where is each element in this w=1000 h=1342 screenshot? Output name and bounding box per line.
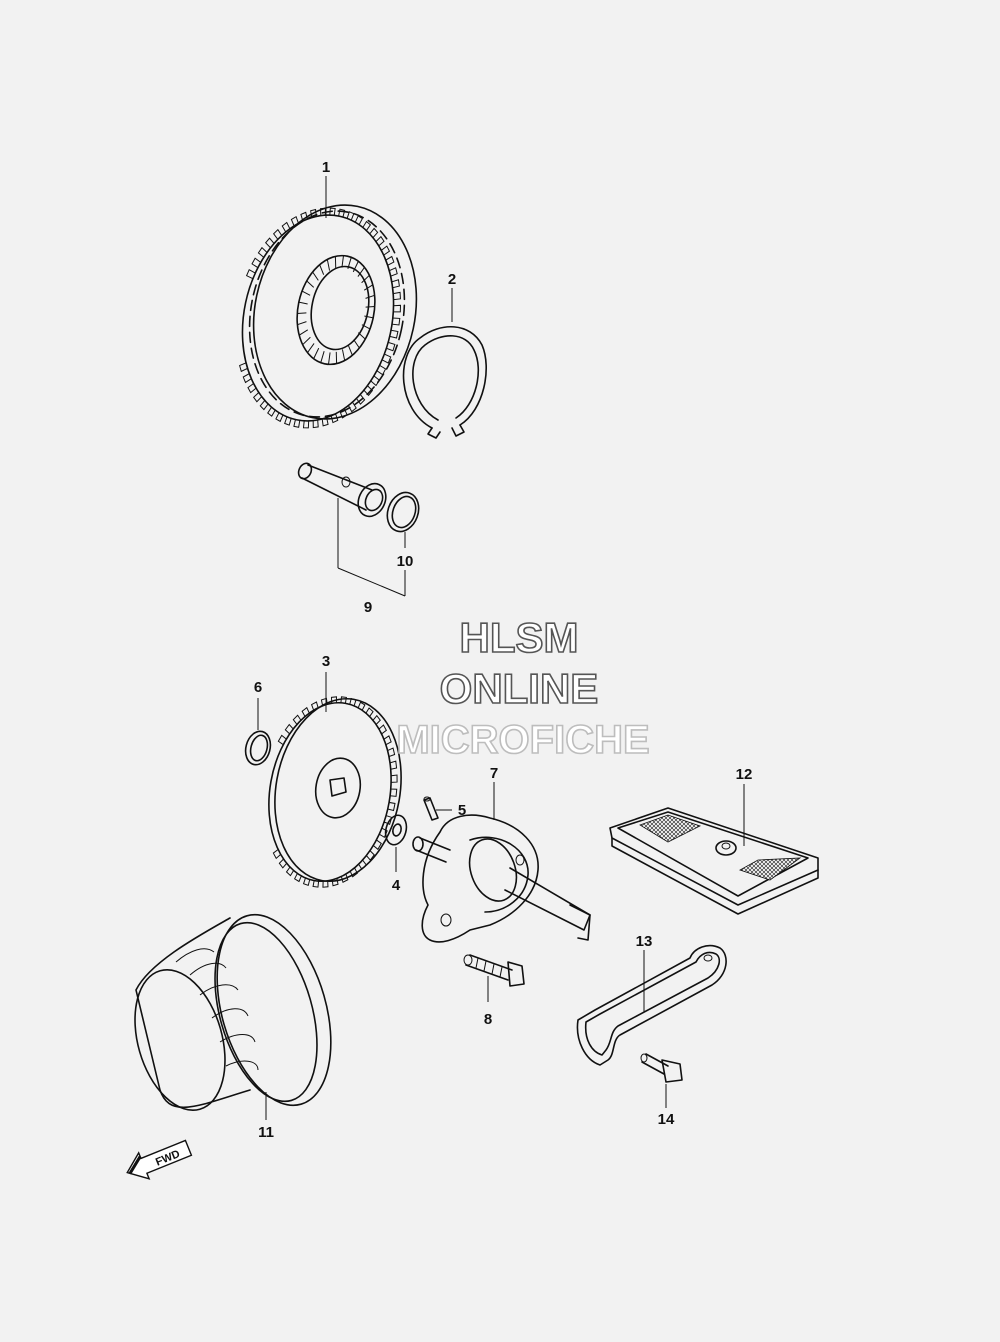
part-7-oil-pump[interactable] — [412, 814, 591, 943]
callout-9: 9 — [364, 599, 372, 616]
part-14-bolt[interactable] — [640, 1053, 683, 1083]
callout-1: 1 — [322, 159, 330, 176]
callout-4: 4 — [392, 877, 401, 894]
callout-6: 6 — [254, 679, 262, 696]
callout-12: 12 — [736, 766, 753, 783]
part-6-snap-ring[interactable] — [242, 728, 274, 767]
part-1-driven-gear[interactable] — [224, 190, 436, 435]
leader-lines — [257, 176, 745, 1120]
part-5-pin[interactable] — [423, 796, 439, 821]
watermark-line2: ONLINE — [440, 665, 599, 712]
callout-14: 14 — [658, 1111, 675, 1128]
part-9-pipe[interactable] — [296, 461, 391, 521]
part-3-pump-gear[interactable] — [255, 689, 415, 892]
callout-3: 3 — [322, 653, 330, 670]
callout-11: 11 — [258, 1124, 274, 1141]
watermark-line1: HLSM — [460, 614, 579, 661]
part-11-oil-filter[interactable] — [120, 901, 351, 1120]
callout-8: 8 — [484, 1011, 492, 1028]
watermark-line3: MICROFICHE — [396, 718, 649, 762]
watermark: HLSM ONLINE MICROFICHE — [396, 613, 651, 763]
part-10-o-ring[interactable] — [382, 488, 424, 536]
part-13-plate[interactable] — [576, 944, 727, 1066]
callouts: 1 2 3 4 5 6 7 8 9 10 11 12 13 14 — [254, 159, 753, 1141]
fwd-arrow: FWD — [126, 1139, 193, 1180]
callout-2: 2 — [448, 271, 456, 288]
part-8-bolt[interactable] — [463, 954, 525, 987]
part-4-washer[interactable] — [382, 813, 409, 847]
part-12-oil-strainer[interactable] — [609, 807, 819, 915]
part-2-circlip[interactable] — [402, 326, 487, 439]
callout-10: 10 — [397, 553, 414, 570]
callout-13: 13 — [636, 933, 653, 950]
callout-7: 7 — [490, 765, 498, 782]
callout-5: 5 — [458, 802, 466, 819]
